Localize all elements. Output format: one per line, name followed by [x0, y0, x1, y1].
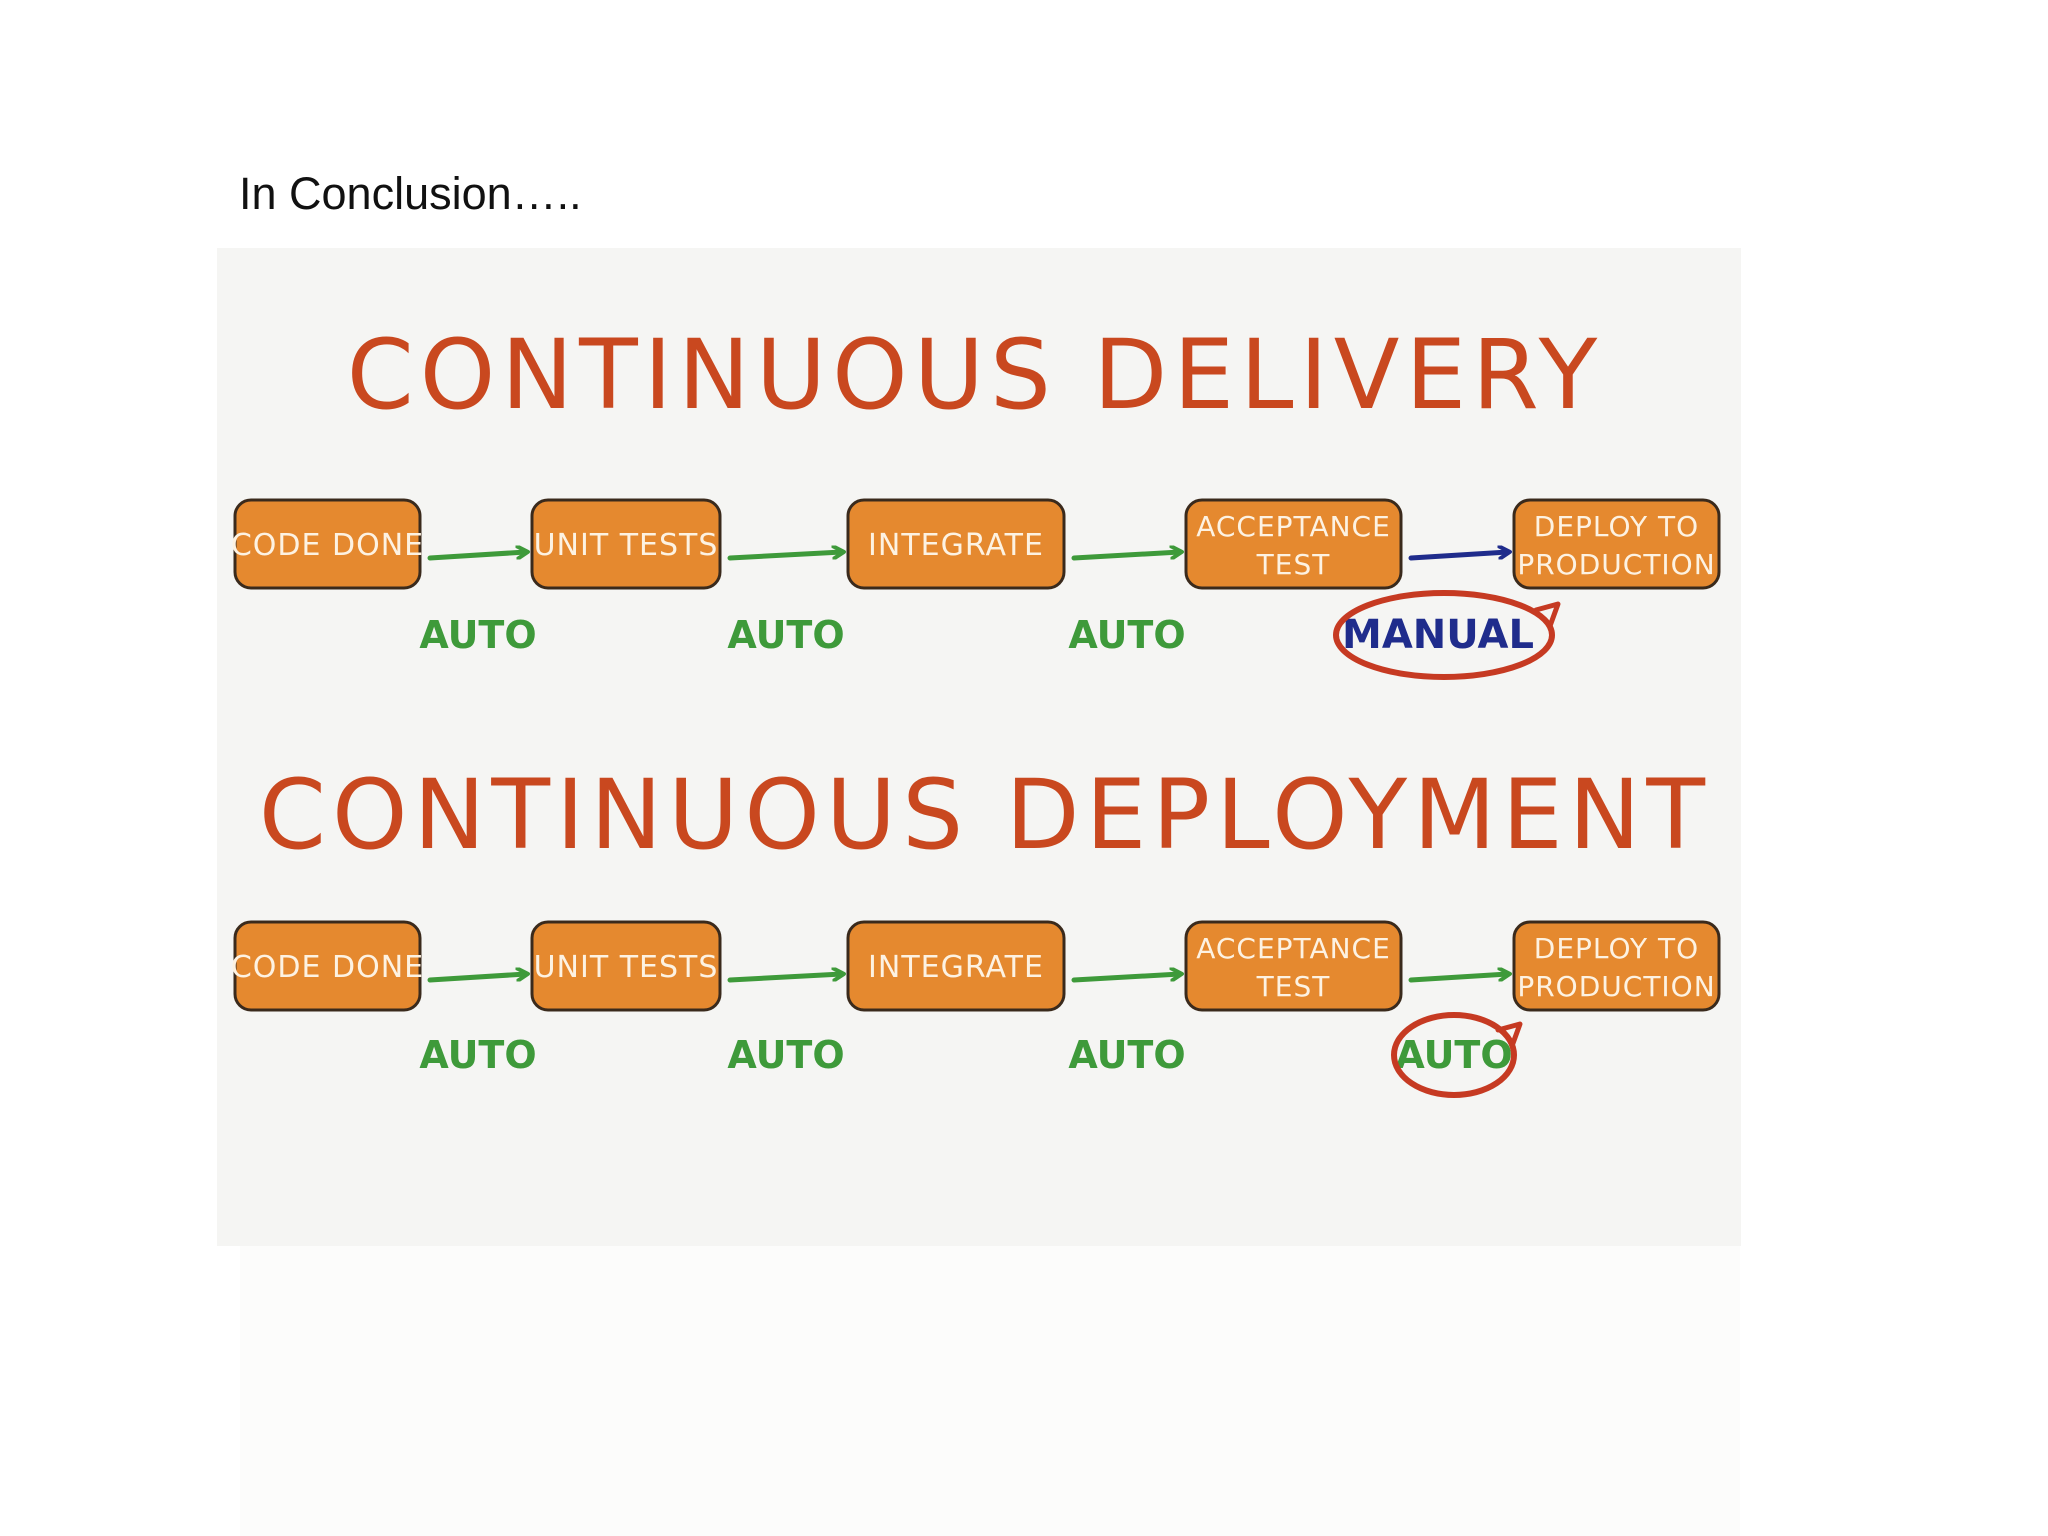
slide-heading: In Conclusion….. — [239, 168, 582, 219]
step-label: ACCEPTANCE — [1196, 510, 1391, 543]
step-box: UNIT TESTS — [530, 920, 722, 1012]
diagram-title: CONTINUOUS DEPLOYMENT — [259, 759, 1711, 871]
auto-arrow — [1071, 552, 1180, 561]
auto-arrow — [1408, 974, 1508, 983]
auto-arrow — [427, 552, 526, 561]
diagram-image-bottom-fade — [240, 1246, 1740, 1536]
step-box-shape — [846, 920, 1066, 1012]
step-box: DEPLOY TO PRODUCTION — [1512, 920, 1721, 1012]
step-box-shape — [530, 920, 722, 1012]
auto-label: AUTO — [419, 1033, 536, 1077]
step-box-shape — [1512, 920, 1721, 1012]
step-label: PRODUCTION — [1517, 548, 1715, 581]
step-box-shape — [233, 498, 422, 590]
diagram-title: CONTINUOUS DELIVERY — [347, 319, 1604, 431]
step-box: UNIT TESTS — [530, 498, 722, 590]
highlight-circle — [1391, 1012, 1517, 1098]
diagram-image-background — [217, 248, 1741, 1246]
step-box: ACCEPTANCE TEST — [1184, 920, 1403, 1012]
pipeline-continuous-delivery: CONTINUOUS DELIVERY CODE DONE UNIT TESTS IN… — [231, 319, 1721, 680]
highlight-circle-hook — [1495, 1021, 1523, 1049]
step-box-shape — [1512, 498, 1721, 590]
step-box: INTEGRATE — [846, 498, 1066, 590]
auto-label: AUTO — [1395, 1033, 1512, 1077]
highlight-circle — [1333, 590, 1555, 680]
auto-label: AUTO — [727, 613, 844, 657]
step-box: ACCEPTANCE TEST — [1184, 498, 1403, 590]
step-label: CODE DONE — [231, 950, 424, 985]
step-box-shape — [233, 920, 422, 1012]
step-label: INTEGRATE — [868, 528, 1044, 563]
step-box: CODE DONE — [231, 920, 424, 1012]
step-label: DEPLOY TO — [1534, 932, 1699, 965]
auto-arrow — [727, 552, 842, 561]
auto-arrow — [1071, 974, 1180, 983]
step-box: CODE DONE — [231, 498, 424, 590]
step-box-shape — [1184, 498, 1403, 590]
step-label: CODE DONE — [231, 528, 424, 563]
step-box: DEPLOY TO PRODUCTION — [1512, 498, 1721, 590]
step-label: TEST — [1256, 548, 1331, 581]
highlight-circle-hook — [1533, 601, 1561, 629]
auto-label: AUTO — [419, 613, 536, 657]
auto-label: AUTO — [1068, 1033, 1185, 1077]
manual-arrow — [1408, 552, 1508, 561]
manual-label: MANUAL — [1342, 612, 1534, 658]
step-box-shape — [1184, 920, 1403, 1012]
step-label: ACCEPTANCE — [1196, 932, 1391, 965]
step-label: UNIT TESTS — [534, 950, 719, 985]
step-box: INTEGRATE — [846, 920, 1066, 1012]
step-label: TEST — [1256, 970, 1331, 1003]
step-label: INTEGRATE — [868, 950, 1044, 985]
pipeline-continuous-deployment: CONTINUOUS DEPLOYMENT CODE DONE UNIT TESTS… — [231, 759, 1721, 1098]
auto-label: AUTO — [1068, 613, 1185, 657]
step-box-shape — [846, 498, 1066, 590]
step-label: PRODUCTION — [1517, 970, 1715, 1003]
auto-arrow — [727, 974, 842, 983]
auto-label: AUTO — [727, 1033, 844, 1077]
auto-arrow — [427, 974, 526, 983]
step-label: DEPLOY TO — [1534, 510, 1699, 543]
step-label: UNIT TESTS — [534, 528, 719, 563]
step-box-shape — [530, 498, 722, 590]
